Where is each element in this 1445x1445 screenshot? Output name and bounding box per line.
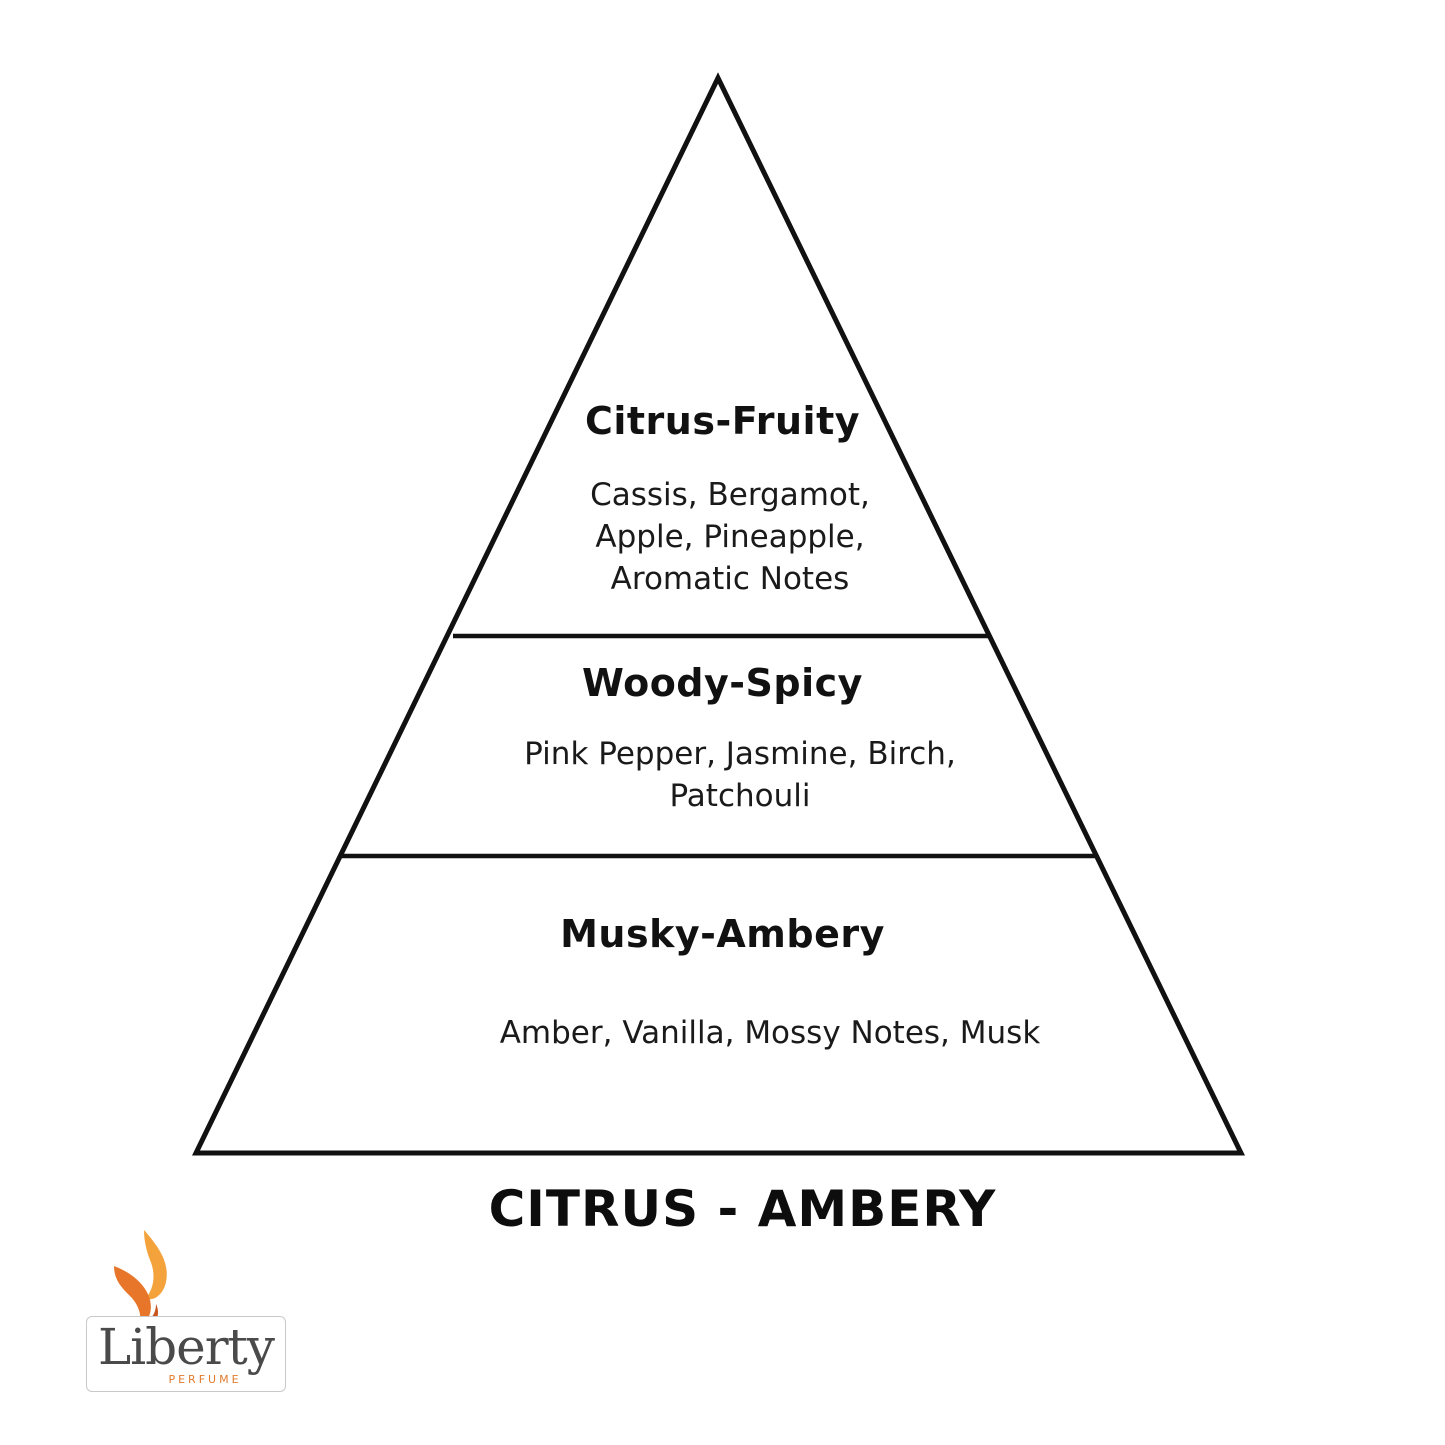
pyramid-outline	[192, 72, 1245, 1156]
brand-logo: Liberty PERFUME	[84, 1228, 288, 1394]
top-notes-line: Cassis, Bergamot,	[590, 477, 870, 513]
top-notes-list: Cassis, Bergamot, Apple, Pineapple, Arom…	[480, 474, 980, 600]
top-notes-title: Citrus-Fruity	[584, 399, 861, 443]
heart-notes-title: Woody-Spicy	[582, 661, 863, 705]
fragrance-family-label: CITRUS - AMBERY	[488, 1180, 997, 1238]
flame-icon	[114, 1230, 167, 1328]
top-notes-line: Apple, Pineapple,	[595, 519, 865, 555]
base-notes-line: Amber, Vanilla, Mossy Notes, Musk	[499, 1015, 1041, 1051]
base-notes-title: Musky-Ambery	[560, 912, 885, 956]
brand-name: Liberty	[97, 1318, 275, 1376]
heart-notes-list: Pink Pepper, Jasmine, Birch, Patchouli	[440, 733, 1040, 817]
base-notes-list: Amber, Vanilla, Mossy Notes, Musk	[420, 1012, 1120, 1054]
logo-badge	[86, 1316, 286, 1392]
heart-notes-line: Patchouli	[669, 778, 811, 814]
brand-subtitle: PERFUME	[168, 1373, 242, 1386]
heart-notes-line: Pink Pepper, Jasmine, Birch,	[524, 736, 956, 772]
top-notes-line: Aromatic Notes	[610, 561, 850, 597]
